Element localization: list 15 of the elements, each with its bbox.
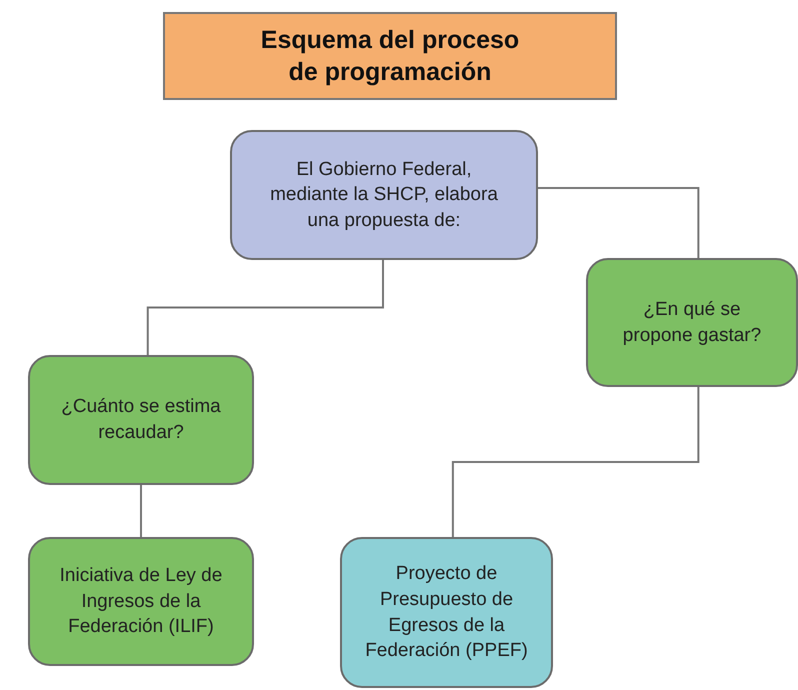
connector-line <box>452 387 700 537</box>
node-text: Iniciativa de Ley de Ingresos de la Federación (ILIF) <box>58 564 224 640</box>
rounded-box <box>28 355 254 485</box>
connector-line <box>538 187 700 258</box>
rounded-box <box>28 537 254 666</box>
title-box: Esquema del proceso de programación <box>163 12 617 100</box>
node-text: ¿En qué se propone gastar? <box>622 298 762 348</box>
rounded-box <box>340 537 553 688</box>
rounded-box <box>230 130 538 260</box>
node-text: ¿Cuánto se estima recaudar? <box>60 395 222 445</box>
connector-line <box>146 260 384 355</box>
node-text: El Gobierno Federal, mediante la SHCP, elabora una propuesta de: <box>269 158 499 233</box>
rounded-box <box>586 258 798 387</box>
connector-line <box>140 485 142 537</box>
node-text: Proyecto de Presupuesto de Egresos de la Federación (PPEF) <box>364 562 529 664</box>
